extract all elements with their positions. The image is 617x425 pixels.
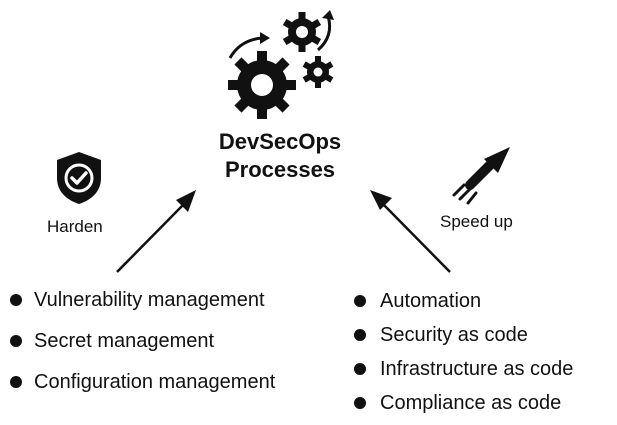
bullet	[10, 294, 22, 306]
bullet	[10, 335, 22, 347]
bullet	[354, 295, 366, 307]
list-item-label: Automation	[380, 290, 482, 312]
bullet	[354, 397, 366, 409]
list-item-label: Vulnerability management	[34, 289, 265, 311]
shield-check-icon	[57, 152, 101, 204]
left-arrow	[116, 190, 196, 273]
list-item-label: Security as code	[380, 324, 528, 346]
title-line-1: DevSecOps	[218, 129, 342, 154]
bullet	[354, 329, 366, 341]
list-item: Security as code	[352, 323, 573, 357]
bullet	[10, 376, 22, 388]
title-line-2: Processes	[224, 157, 336, 182]
list-item-label: Configuration management	[34, 371, 276, 393]
rocket-arrow-icon	[452, 147, 510, 205]
speed-up-caption: Speed up	[440, 212, 513, 231]
list-item: Configuration management	[10, 370, 275, 411]
list-item: Vulnerability management	[10, 288, 275, 329]
list-item-label: Compliance as code	[380, 392, 562, 414]
speed-up-list: Automation Security as code Infrastructu…	[352, 289, 573, 425]
bullet	[354, 363, 366, 375]
list-item: Automation	[352, 289, 573, 323]
list-item: Infrastructure as code	[352, 357, 573, 391]
list-item: Compliance as code	[352, 391, 573, 425]
list-item-label: Secret management	[34, 330, 215, 352]
diagram-title: DevSecOps Processes	[180, 128, 380, 184]
right-arrow	[370, 190, 451, 273]
list-item: Secret management	[10, 329, 275, 370]
harden-list: Vulnerability management Secret manageme…	[10, 288, 275, 411]
gears-icon	[228, 10, 334, 119]
harden-caption: Harden	[47, 217, 103, 236]
list-item-label: Infrastructure as code	[380, 358, 574, 380]
